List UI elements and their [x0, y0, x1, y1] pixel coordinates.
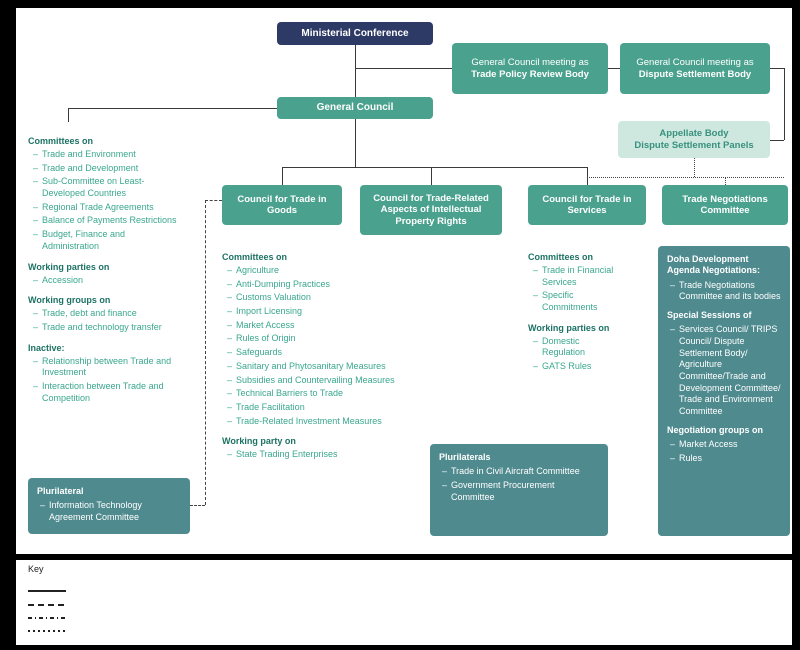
node-label: General Council: [316, 102, 394, 113]
box-header: Negotiation groups on: [667, 424, 763, 435]
list-item: Trade in Financial Services: [533, 265, 625, 288]
node-council-trips: Council for Trade-Related Aspects of Int…: [360, 185, 502, 235]
box-item: Government Procurement Committee: [442, 480, 599, 503]
list-header: Committees on: [28, 136, 94, 146]
connector-dotted-appellate-stub: [694, 158, 695, 177]
general-council-bodies-list: Committees on Trade and Environment Trad…: [28, 136, 178, 406]
node-label: Trade Negotiations Committee: [682, 193, 768, 216]
node-trade-policy-review-body: General Council meeting as Trade Policy …: [452, 43, 608, 94]
box-item: Information Technology Agreement Committ…: [40, 500, 181, 523]
list-header: Inactive:: [28, 342, 65, 353]
list-item: Subsidies and Countervailing Measures: [227, 375, 437, 387]
connector-left-list-stub: [68, 108, 69, 122]
list-item: Domestic Regulation: [533, 336, 625, 359]
connector-mc-to-gc: [355, 45, 356, 97]
list-item: Agriculture: [227, 265, 437, 277]
list-item: Trade Facilitation: [227, 402, 437, 414]
node-label: Council for Trade in Goods: [237, 193, 327, 216]
box-item: Services Council/ TRIPS Council/ Dispute…: [670, 324, 781, 418]
connector-dsb-right-1: [770, 68, 784, 69]
node-label: Council for Trade-Related Aspects of Int…: [373, 192, 489, 227]
list-item: Trade and technology transfer: [33, 322, 178, 334]
connector-dsb-right-2: [784, 68, 785, 140]
list-item: Balance of Payments Restrictions: [33, 215, 178, 227]
list-item: Market Access: [227, 320, 437, 332]
connector-dotted-tnc-rail: [587, 177, 784, 178]
key-line-solid: [28, 590, 66, 592]
connector-gc-down: [355, 119, 356, 167]
box-item: Market Access: [670, 439, 781, 451]
box-header: Doha Development Agenda Negotiations:: [667, 254, 761, 276]
connector-dashed-to-goods: [205, 200, 222, 201]
key-line-dotted: [28, 630, 66, 632]
node-dispute-settlement-body: General Council meeting as Dispute Settl…: [620, 43, 770, 94]
list-item: Import Licensing: [227, 306, 437, 318]
key-line-dashed: [28, 604, 66, 606]
box-header: Plurilaterals: [439, 452, 491, 462]
node-general-council: General Council: [277, 97, 433, 119]
key-title: Key: [28, 564, 44, 574]
node-label-line2: Dispute Settlement Panels: [634, 139, 754, 151]
list-item: Technical Barriers to Trade: [227, 388, 437, 400]
list-item: Trade, debt and finance: [33, 308, 178, 320]
list-item: Interaction between Trade and Competitio…: [33, 381, 178, 404]
list-item: Trade-Related Investment Measures: [227, 416, 437, 428]
list-header: Committees on: [222, 252, 288, 262]
key-canvas: [16, 560, 792, 645]
list-item: Trade and Environment: [33, 149, 178, 161]
list-item: Trade and Development: [33, 163, 178, 175]
connector-stub-trips: [431, 167, 432, 185]
connector-stub-services: [587, 167, 588, 185]
connector-gc-to-left-list: [68, 108, 277, 109]
list-header: Working groups on: [28, 295, 111, 306]
node-council-trade-in-goods: Council for Trade in Goods: [222, 185, 342, 225]
list-item: GATS Rules: [533, 361, 625, 373]
node-label-line1: Appellate Body: [659, 128, 729, 140]
list-header: Working party on: [222, 436, 296, 447]
node-label: Trade Policy Review Body: [471, 68, 589, 80]
list-header: Working parties on: [528, 322, 610, 333]
connector-councils-rail: [282, 167, 587, 168]
list-item: Specific Commitments: [533, 290, 625, 313]
plurilateral-ita-box: Plurilateral Information Technology Agre…: [28, 478, 190, 534]
box-item: Trade Negotiations Committee and its bod…: [670, 280, 781, 303]
list-header: Committees on: [528, 252, 594, 262]
box-item: Trade in Civil Aircraft Committee: [442, 466, 599, 478]
list-item: Relationship between Trade and Investmen…: [33, 356, 178, 379]
list-item: State Trading Enterprises: [227, 449, 437, 461]
node-label-prefix: General Council meeting as: [471, 57, 589, 69]
list-item: Budget, Finance and Administration: [33, 229, 178, 252]
list-item: Customs Valuation: [227, 292, 437, 304]
box-header: Special Sessions of: [667, 309, 752, 320]
connector-dashed-to-ita: [190, 505, 205, 506]
box-header: Plurilateral: [37, 486, 84, 496]
node-label: Council for Trade in Services: [542, 193, 632, 216]
plurilaterals-box: Plurilaterals Trade in Civil Aircraft Co…: [430, 444, 608, 536]
list-item: Safeguards: [227, 347, 437, 359]
list-item: Accession: [33, 275, 178, 287]
list-header: Working parties on: [28, 261, 110, 272]
doha-agenda-box: Doha Development Agenda Negotiations: Tr…: [658, 246, 790, 536]
list-item: Anti-Dumping Practices: [227, 279, 437, 291]
node-trade-negotiations-committee: Trade Negotiations Committee: [662, 185, 788, 225]
connector-dsb-to-appellate: [770, 140, 784, 141]
goods-council-bodies-list: Committees on Agriculture Anti-Dumping P…: [222, 252, 437, 463]
list-item: Regional Trade Agreements: [33, 202, 178, 214]
list-item: Sanitary and Phytosanitary Measures: [227, 361, 437, 373]
list-item: Rules of Origin: [227, 333, 437, 345]
connector-dotted-tnc-stub: [725, 177, 726, 185]
node-ministerial-conference: Ministerial Conference: [277, 22, 433, 45]
node-council-trade-in-services: Council for Trade in Services: [528, 185, 646, 225]
node-appellate-body: Appellate Body Dispute Settlement Panels: [618, 121, 770, 158]
node-label-prefix: General Council meeting as: [636, 57, 754, 69]
services-council-bodies-list: Committees on Trade in Financial Service…: [528, 252, 625, 375]
connector-stub-goods: [282, 167, 283, 185]
node-label: Ministerial Conference: [301, 27, 409, 39]
connector-dashed-plurilateral-rail: [205, 200, 206, 505]
list-item: Sub-Committee on Least-Developed Countri…: [33, 176, 178, 199]
node-label: Dispute Settlement Body: [638, 68, 752, 80]
box-item: Rules: [670, 453, 781, 465]
key-line-dashdot: [28, 617, 66, 619]
